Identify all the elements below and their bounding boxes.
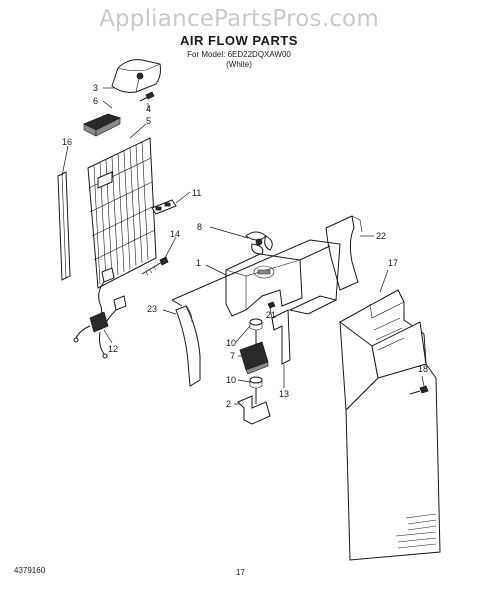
callout-16: 16	[62, 137, 72, 147]
part-16-side-strip	[57, 171, 71, 281]
part-7-fan-motor	[239, 330, 269, 375]
part-10-bushing-upper	[249, 318, 263, 331]
callout-7: 7	[230, 351, 235, 361]
part-11-bracket	[151, 199, 177, 215]
callout-8: 8	[197, 222, 202, 232]
part-14-screw	[141, 256, 169, 276]
callout-21: 21	[266, 310, 276, 320]
callout-18: 18	[418, 364, 428, 374]
callout-3: 3	[93, 83, 98, 93]
page-number: 17	[236, 568, 245, 577]
part-3-air-deflector	[111, 59, 161, 93]
part-21-screw	[267, 301, 276, 309]
model-line: For Model: 6ED22DQXAW00	[187, 50, 291, 59]
callout-5: 5	[146, 116, 151, 126]
part-6-damper	[83, 113, 122, 137]
callout-6: 6	[93, 96, 98, 106]
part-1-fan-shroud	[225, 253, 303, 317]
main-frame	[171, 239, 341, 307]
callout-22: 22	[376, 231, 386, 241]
part-10-bushing-lower	[249, 376, 263, 389]
callout-2: 2	[226, 399, 231, 409]
watermark-text: AppliancePartsPros.com	[99, 6, 379, 32]
callout-14: 14	[170, 229, 180, 239]
part-12-wire-harness	[73, 267, 127, 359]
callout-11: 11	[192, 188, 201, 198]
part-17-rear-cover	[339, 289, 441, 561]
part-13-channel	[271, 295, 338, 365]
part-4-screw	[139, 91, 155, 102]
callout-13: 13	[279, 389, 289, 399]
part-5-evaporator-panel	[87, 137, 157, 289]
document-number: 4379160	[14, 566, 46, 575]
callout-17: 17	[388, 258, 398, 268]
part-23-side-duct	[175, 305, 201, 387]
callout-10-upper: 10	[226, 338, 236, 348]
diagram-title: AIR FLOW PARTS	[180, 33, 298, 48]
leader-lines	[61, 87, 425, 405]
callout-1: 1	[196, 258, 201, 268]
part-18-screw	[409, 385, 429, 395]
part-8-fan-blade	[245, 231, 273, 255]
callout-23: 23	[147, 304, 157, 314]
callout-10-lower: 10	[226, 375, 236, 385]
part-2-motor-bracket	[237, 388, 271, 425]
callout-4: 4	[146, 104, 151, 114]
callout-12: 12	[108, 344, 118, 354]
variant-label: (White)	[226, 60, 252, 69]
part-22-duct-panel	[325, 215, 363, 291]
